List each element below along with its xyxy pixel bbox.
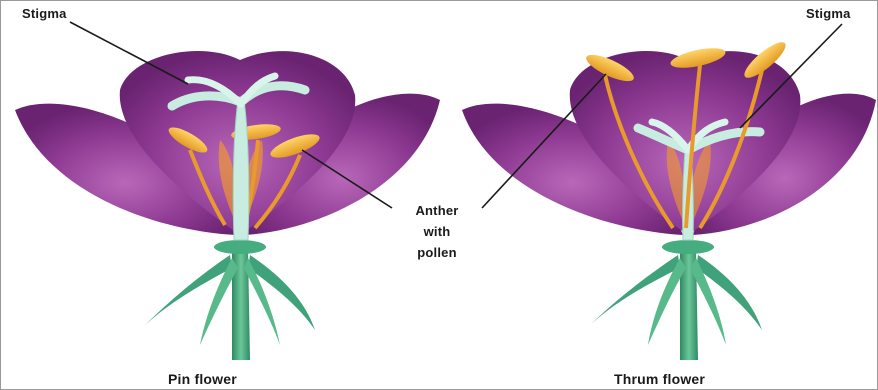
stigma-label-left: Stigma <box>22 6 67 21</box>
thrum-stem <box>585 240 762 360</box>
anther-label-line1: Anther <box>396 200 478 221</box>
pin-petals <box>15 51 440 235</box>
pin-flower-caption: Pin flower <box>168 371 237 387</box>
thrum-flower <box>462 37 876 360</box>
pin-flower <box>15 51 440 360</box>
anther-label: Anther with pollen <box>396 200 478 263</box>
pointer-stigma-left <box>70 22 188 84</box>
anther-label-line2: with <box>396 221 478 242</box>
stigma-label-right: Stigma <box>806 6 851 21</box>
anther-label-line3: pollen <box>396 242 478 263</box>
pin-stem <box>140 240 315 360</box>
thrum-flower-caption: Thrum flower <box>614 371 705 387</box>
